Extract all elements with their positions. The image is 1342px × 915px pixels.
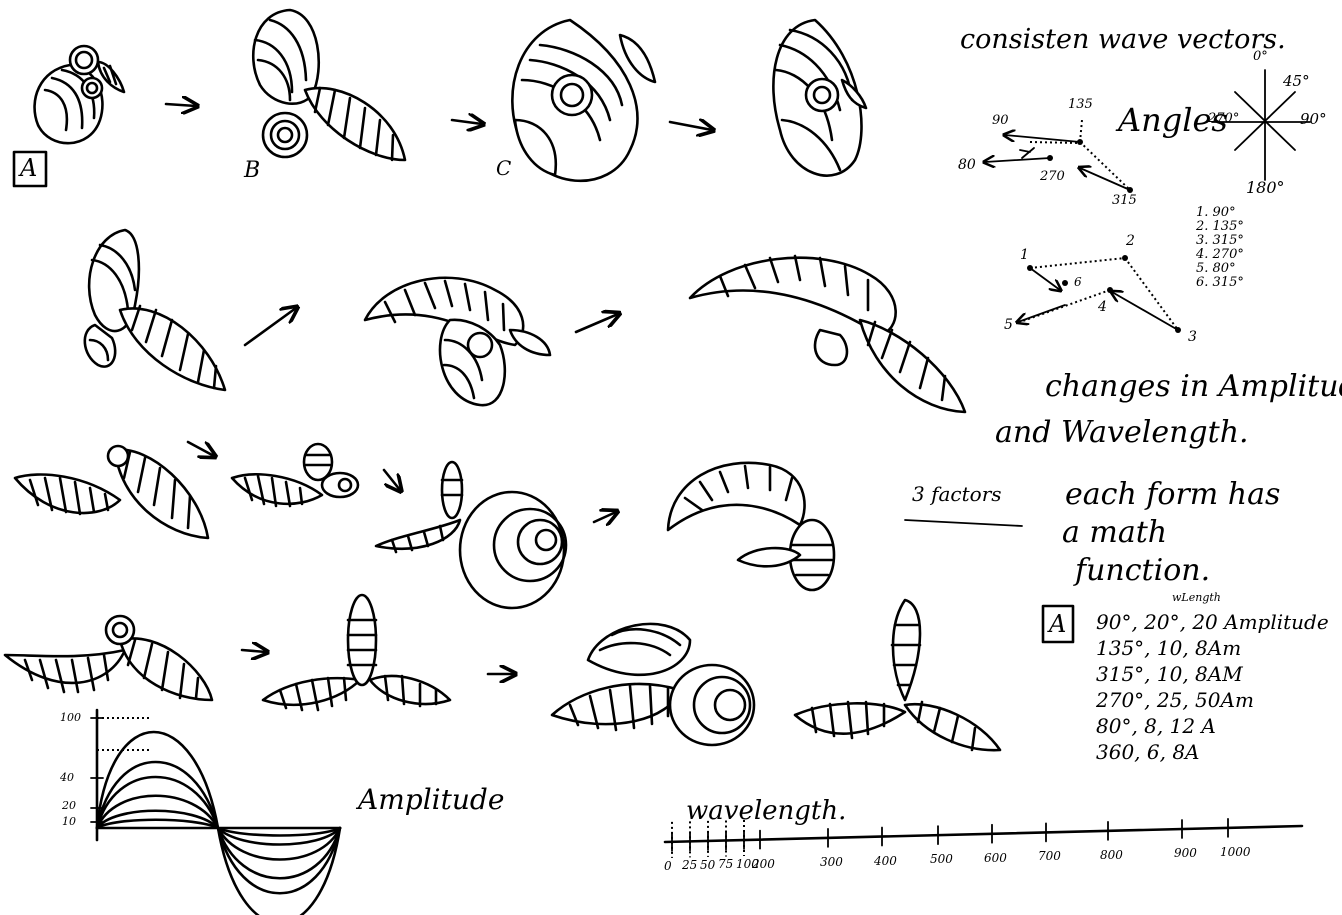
arrow-icon: [245, 308, 296, 345]
form-math-note-2: a math: [1062, 518, 1167, 548]
wlength-note: wLength: [1172, 592, 1221, 603]
angle-list: 1. 90° 2. 135° 3. 315° 4. 270° 5. 80° 6.…: [1196, 206, 1244, 289]
wavelength-tick-label: 75: [718, 858, 733, 870]
form-row2-a-shape: [85, 230, 225, 390]
vector2-point-6: 6: [1074, 276, 1082, 288]
title-note: consisten wave vectors.: [960, 26, 1286, 53]
compass-east: 90°: [1300, 112, 1327, 127]
wavelength-tick-label: 300: [820, 856, 843, 868]
amplitude-chart: [91, 710, 340, 915]
vector2-point-5: 5: [1004, 318, 1013, 332]
form-row3-c-shape: [376, 462, 566, 608]
formula-row: 80°, 8, 12 A: [1096, 716, 1329, 736]
form-row4-c-shape: [552, 624, 754, 745]
amplitude-label: Amplitude: [358, 786, 504, 814]
amplitude-tick: 40: [60, 772, 74, 783]
form-a-shape: [35, 46, 124, 143]
formula-table: 90°, 20°, 20 Amplitude 135°, 10, 8Am 315…: [1096, 612, 1329, 762]
form-row4-d-shape: [795, 600, 1000, 750]
amplitude-tick: 100: [60, 712, 81, 723]
compass-west: 270°: [1208, 112, 1239, 125]
form-b-shape: [253, 10, 405, 160]
angle-list-item: 5. 80°: [1196, 262, 1244, 275]
arrow-icon: [188, 442, 214, 456]
formula-row: 315°, 10, 8AM: [1096, 664, 1329, 684]
form-math-note-1: each form has: [1065, 480, 1280, 510]
wavelength-tick-label: 500: [930, 853, 953, 865]
form-c-shape: [512, 20, 655, 181]
vector2-point-4: 4: [1098, 300, 1107, 314]
form-math-note-3: function.: [1075, 556, 1210, 586]
changes-note: changes in Amplitude: [1045, 372, 1342, 402]
formula-row: 90°, 20°, 20 Amplitude: [1096, 612, 1329, 632]
wavelength-tick-label: 200: [752, 858, 775, 870]
angle-list-item: 6. 315°: [1196, 276, 1244, 289]
vector2-point-1: 1: [1020, 248, 1029, 262]
factors-underline: [905, 520, 1022, 526]
form-row4-b-shape: [263, 595, 450, 710]
panel-label-a: A: [20, 156, 37, 180]
form-row3-a-shape: [15, 446, 208, 538]
amplitude-tick: 10: [62, 816, 76, 827]
form-row2-c-shape: [690, 256, 965, 412]
arrow-icon: [576, 314, 618, 332]
wavelength-tick-label: 900: [1174, 847, 1197, 859]
panel-label-c: C: [496, 158, 511, 178]
arrow-icon: [594, 512, 616, 522]
angle-list-item: 4. 270°: [1196, 248, 1244, 261]
form-d-shape: [773, 20, 866, 176]
wavelength-tick-label: 800: [1100, 849, 1123, 861]
arrow-icon: [452, 120, 482, 124]
changes-note-2: and Wavelength.: [995, 418, 1249, 448]
vector1-label-315: 315: [1112, 194, 1137, 207]
angle-list-item: 1. 90°: [1196, 206, 1244, 219]
amplitude-curves: [97, 732, 340, 915]
wavelength-tick-label: 25: [682, 859, 697, 871]
compass-south: 180°: [1246, 180, 1285, 196]
factors-note: 3 factors: [912, 484, 1002, 504]
formula-key: A: [1049, 612, 1066, 636]
formula-row: 270°, 25, 50Am: [1096, 690, 1329, 710]
wavelength-tick-label: 600: [984, 852, 1007, 864]
wavelength-tick-label: 50: [700, 859, 715, 871]
wavelength-tick-label: 1000: [1220, 846, 1251, 858]
vector2-point-2: 2: [1126, 234, 1135, 248]
angle-list-item: 3. 315°: [1196, 234, 1244, 247]
vector1-label-90: 90: [992, 114, 1009, 127]
vector1-label-80: 80: [958, 158, 976, 172]
formula-row: 135°, 10, 8Am: [1096, 638, 1329, 658]
vector2-point-3: 3: [1188, 330, 1197, 344]
wavelength-tick-label: 0: [664, 860, 672, 872]
wavelength-tick-label: 400: [874, 855, 897, 867]
arrow-icon: [242, 650, 266, 652]
angle-list-item: 2. 135°: [1196, 220, 1244, 233]
amplitude-tick: 20: [62, 800, 76, 811]
arrow-icon: [384, 470, 400, 490]
compass-north: 0°: [1253, 50, 1268, 63]
vector1-label-135: 135: [1068, 98, 1093, 111]
panel-label-b: B: [244, 160, 260, 182]
formula-row: 360, 6, 8A: [1096, 742, 1329, 762]
form-row3-b-shape: [232, 444, 358, 506]
vector1-label-270: 270: [1040, 170, 1065, 183]
form-row3-d-shape: [668, 463, 834, 590]
vector-sketch-2: [1018, 255, 1181, 333]
arrow-icon: [166, 104, 196, 106]
wavelength-tick-label: 700: [1038, 850, 1061, 862]
compass-ne: 45°: [1283, 74, 1310, 89]
form-row4-a-shape: [5, 616, 212, 700]
form-row2-b-shape: [365, 278, 550, 405]
wavelength-label: wavelength.: [686, 798, 846, 824]
arrow-icon: [670, 122, 712, 130]
